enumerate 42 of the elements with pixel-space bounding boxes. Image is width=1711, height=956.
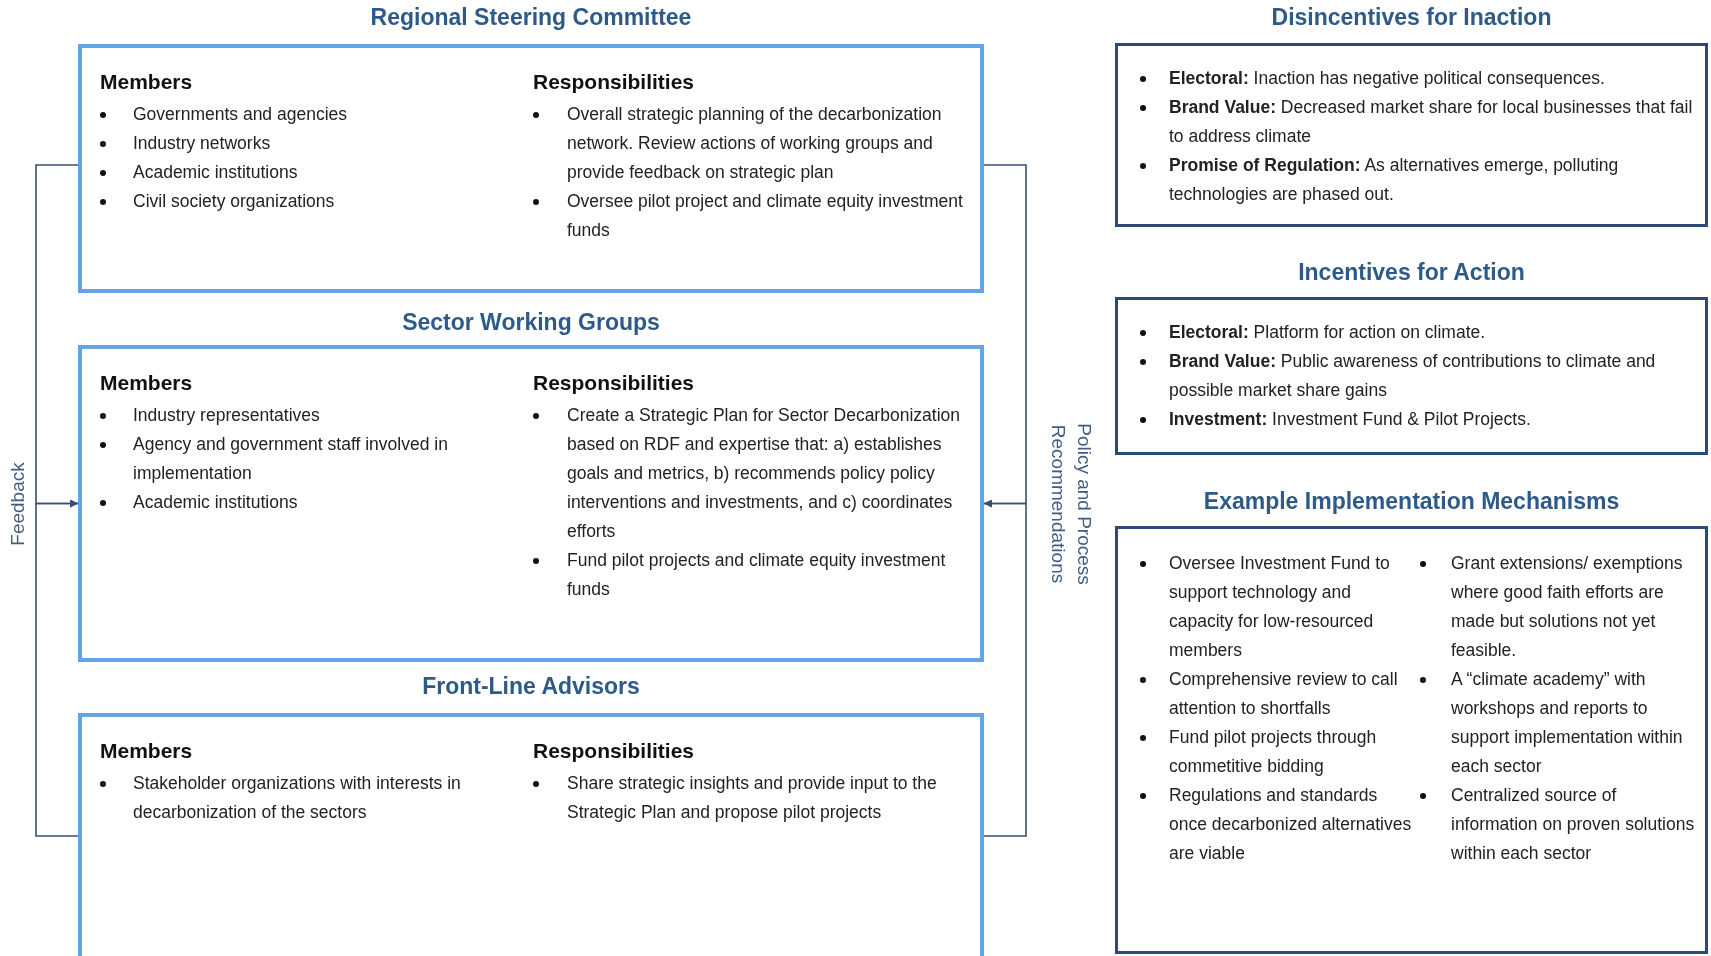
connector-arrow — [983, 499, 1027, 837]
bullet-text: Promise of Regulation: As alternatives emerge, polluting technologies are phased out. — [1169, 154, 1620, 206]
bullet-text: Brand Value: Decreased market share for local businesses that fail to address climate — [1169, 96, 1694, 148]
bullet-text: Academic institutions — [133, 491, 299, 514]
bullet-text: Industry networks — [133, 132, 272, 155]
bullet-text: Electoral: Inaction has negative political consequences. — [1169, 67, 1606, 90]
edge-label: Feedback — [6, 461, 29, 546]
bullet-text: Oversee pilot project and climate equity investment funds — [567, 190, 964, 242]
section-heading: Front-Line Advisors — [422, 673, 640, 700]
edge-label: Policy and Process Recommendations — [1047, 421, 1096, 587]
column-heading: Responsibilities — [533, 70, 695, 94]
column-heading: Members — [100, 70, 193, 94]
bullet-text: Governments and agencies — [133, 103, 349, 126]
column-heading: Members — [100, 739, 193, 763]
column-heading: Members — [100, 371, 193, 395]
section-heading: Regional Steering Committee — [370, 4, 692, 31]
bullet-text: Civil society organizations — [133, 190, 336, 213]
section-heading: Example Implementation Mechanisms — [1203, 488, 1620, 515]
section-heading: Incentives for Action — [1298, 259, 1525, 286]
bullet-text: Academic institutions — [133, 161, 299, 184]
bullet-text: A “climate academy” with workshops and reports to support implementation within each sector — [1451, 668, 1684, 778]
bullet-text: Share strategic insights and provide input to the Strategic Plan and propose pilot projects — [567, 772, 938, 824]
bullet-text: Oversee Investment Fund to support technology and capacity for low-resourced members — [1169, 552, 1391, 662]
bullet-text: Centralized source of information on proven solutions within each sector — [1451, 784, 1696, 865]
bullet-text: Fund pilot projects through commetitive bidding — [1169, 726, 1378, 778]
bullet-text: Investment: Investment Fund & Pilot Projects. — [1169, 408, 1532, 431]
bullet-text: Electoral: Platform for action on climate. — [1169, 321, 1487, 344]
bullet-text: Regulations and standards once decarbonized alternatives are viable — [1169, 784, 1413, 865]
column-heading: Responsibilities — [533, 739, 695, 763]
bullet-text: Grant extensions/ exemptions where good faith efforts are made but solutions not yet feasible. — [1451, 552, 1684, 662]
bullet-text: Comprehensive review to call attention to shortfalls — [1169, 668, 1399, 720]
bullet-text: Industry representatives — [133, 404, 321, 427]
bullet-text: Agency and government staff involved in implementation — [133, 433, 449, 485]
bullet-text: Brand Value: Public awareness of contributions to climate and possible market share gains — [1169, 350, 1657, 402]
connector-arrow — [35, 499, 79, 837]
section-heading: Sector Working Groups — [402, 309, 660, 336]
section-heading: Disincentives for Inaction — [1271, 4, 1552, 31]
bullet-text: Fund pilot projects and climate equity investment funds — [567, 549, 947, 601]
bullet-text: Create a Strategic Plan for Sector Decarbonization based on RDF and expertise that: a) establishes goals and metrics, b) recommends policy policy interventions and investments, and c) coordinates efforts — [567, 404, 961, 543]
bullet-text: Overall strategic planning of the decarbonization network. Review actions of working groups and provide feedback on strategic plan — [567, 103, 943, 184]
bullet-text: Stakeholder organizations with interests in decarbonization of the sectors — [133, 772, 462, 824]
column-heading: Responsibilities — [533, 371, 695, 395]
